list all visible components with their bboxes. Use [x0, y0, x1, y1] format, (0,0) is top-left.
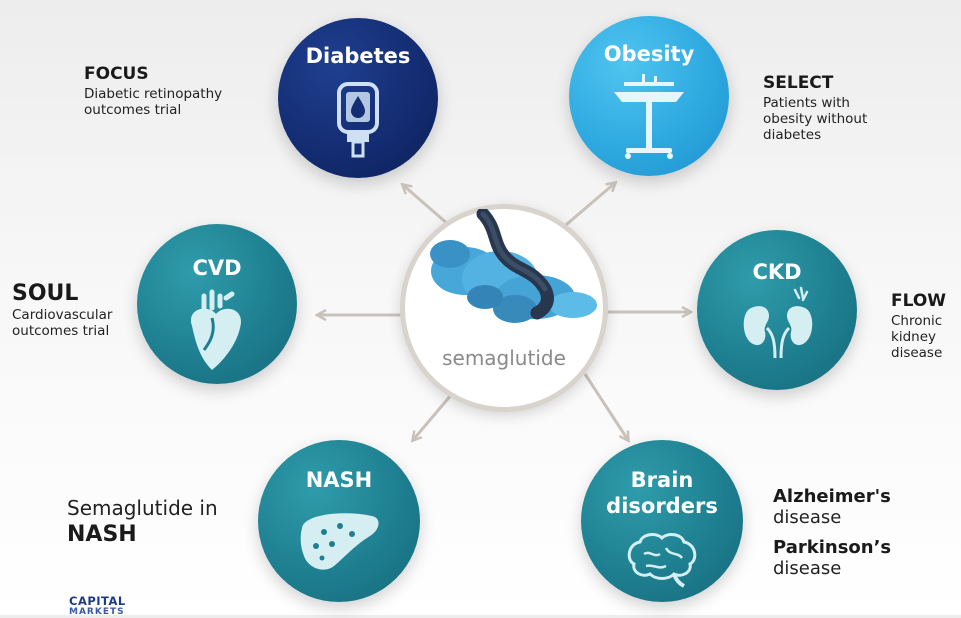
alzheimers-disease: disease — [773, 507, 842, 528]
focus-name: FOCUS — [84, 64, 149, 84]
soul-label: SOUL Cardiovascular outcomes trial — [12, 281, 112, 339]
scale-icon — [614, 74, 684, 159]
molecule-icon — [430, 209, 597, 323]
nash-title: NASH — [305, 468, 373, 492]
soul-line1: Cardiovascular — [12, 307, 113, 323]
flow-line1: Chronic — [891, 313, 943, 329]
obesity-node: Obesity — [569, 16, 729, 176]
soul-name: SOUL — [12, 281, 79, 306]
focus-line2: outcomes trial — [84, 102, 182, 118]
select-line2: obesity without — [763, 111, 868, 127]
diabetes-title: Diabetes — [305, 44, 411, 68]
logo-text: CAPITAL — [69, 594, 126, 608]
nash-node: NASH — [258, 440, 420, 602]
select-label: SELECT Patients with obesity without dia… — [763, 73, 867, 143]
capital-markets-logo: CAPITAL MARKETS — [69, 594, 126, 618]
arrow-to-brain — [583, 373, 628, 440]
nash-trial-label: Semaglutide in NASH — [67, 496, 218, 547]
cvd-node: CVD — [137, 224, 297, 384]
logo-text2: MARKETS — [69, 607, 125, 617]
center-label: semaglutide — [442, 346, 566, 370]
focus-line1: Diabetic retinopathy — [84, 86, 223, 102]
select-name: SELECT — [763, 73, 834, 93]
soul-line2: outcomes trial — [12, 323, 110, 339]
flow-line2: kidney — [891, 329, 936, 345]
liver-icon — [300, 513, 379, 570]
diabetes-node: Diabetes — [278, 18, 438, 178]
nash-line1: Semaglutide in — [67, 496, 218, 520]
ckd-node: CKD — [697, 230, 857, 390]
brain-trial-label: Alzheimer's disease Parkinson’s disease — [773, 486, 891, 579]
cvd-title: CVD — [192, 256, 242, 280]
parkinsons-disease: disease — [773, 558, 842, 579]
flow-label: FLOW Chronic kidney disease — [891, 291, 946, 361]
brain-disorders-node: Brain disorders — [581, 440, 743, 602]
brain-title-line1: Brain — [630, 468, 694, 492]
nash-line2: NASH — [67, 522, 137, 547]
arrow-to-obesity — [559, 183, 615, 232]
brain-icon — [627, 533, 697, 588]
alzheimers-name: Alzheimer's — [773, 486, 891, 507]
flow-name: FLOW — [891, 291, 947, 311]
brain-title-line2: disorders — [606, 494, 718, 518]
heart-icon — [190, 289, 242, 370]
flow-line3: disease — [891, 345, 943, 361]
obesity-title: Obesity — [603, 42, 695, 66]
parkinsons-name: Parkinson’s — [773, 537, 892, 558]
ckd-title: CKD — [752, 260, 802, 284]
select-line3: diabetes — [763, 127, 822, 143]
glucose-meter-icon — [337, 82, 379, 158]
kidneys-icon — [743, 286, 813, 359]
focus-label: FOCUS Diabetic retinopathy outcomes tria… — [84, 64, 222, 118]
select-line1: Patients with — [763, 95, 850, 111]
semaglutide-center-node: semaglutide — [400, 204, 608, 412]
